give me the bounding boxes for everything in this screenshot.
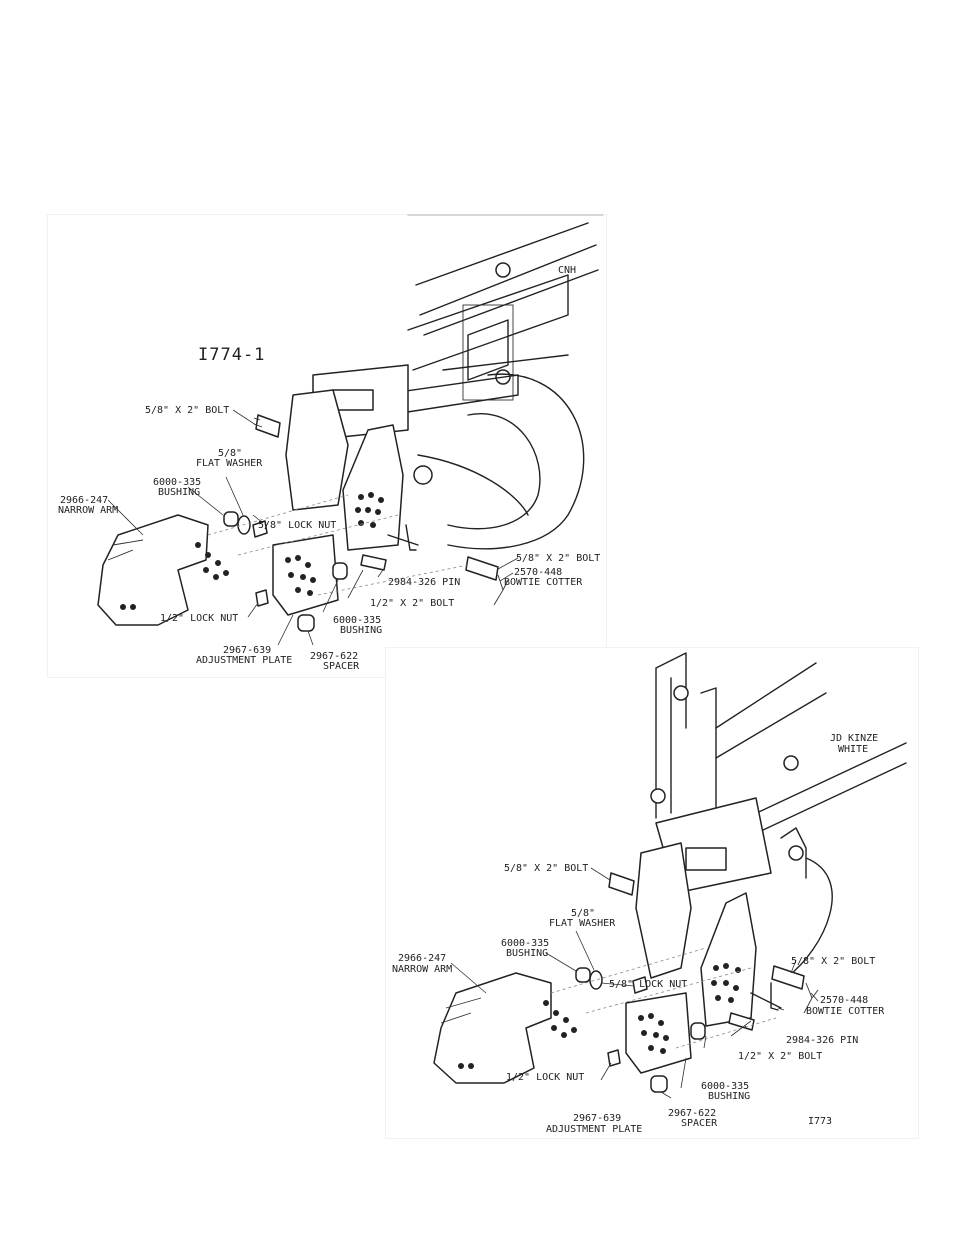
label-bushing-l2: BUSHING — [158, 487, 201, 498]
label-arm-l1: 2966-247 — [398, 953, 447, 964]
label-bushing-l2: BUSHING — [506, 948, 549, 959]
label-washer-l1: 5/8" — [218, 448, 243, 459]
label-washer-l1: 5/8" — [571, 908, 596, 919]
machine-label-line2: WHITE — [838, 744, 869, 755]
label-cotter-l2: BOWTIE COTTER — [504, 577, 583, 588]
label-spacer-l1: 2967-622 — [668, 1108, 717, 1119]
label-plate-l1: 2967-639 — [573, 1113, 622, 1124]
label-bolt-58: 5/8" X 2" BOLT — [504, 863, 589, 874]
label-bolt-58-right: 5/8" X 2" BOLT — [791, 956, 876, 967]
label-arm-l2: NARROW ARM — [58, 505, 119, 516]
label-bushing2-l1: 6000-335 — [333, 615, 382, 626]
label-lock-nut-12: 1/2" LOCK NUT — [160, 613, 239, 624]
label-pin: 2984-326 PIN — [388, 577, 461, 588]
label-cotter-l2: BOWTIE COTTER — [806, 1006, 885, 1017]
label-plate-l2: ADJUSTMENT PLATE — [546, 1124, 643, 1135]
label-bushing2-l2: BUSHING — [708, 1091, 751, 1102]
label-plate-l2: ADJUSTMENT PLATE — [196, 655, 293, 666]
label-lock-nut-12: 1/2" LOCK NUT — [506, 1072, 585, 1083]
label-plate-l1: 2967-639 — [223, 645, 272, 656]
label-spacer-l2: SPACER — [681, 1118, 718, 1129]
label-bolt-58: 5/8" X 2" BOLT — [145, 405, 230, 416]
jd-kinze-drawing — [433, 652, 907, 1099]
label-bolt-12: 1/2" X 2" BOLT — [370, 598, 455, 609]
label-spacer-l1: 2967-622 — [310, 651, 359, 662]
label-lock-nut-58: 5/8" LOCK NUT — [609, 979, 688, 990]
label-bushing-l1: 6000-335 — [501, 938, 550, 949]
label-lock-nut-58: 5/8" LOCK NUT — [258, 520, 337, 531]
label-bolt-12: 1/2" X 2" BOLT — [738, 1051, 823, 1062]
diagram-jd-kinze-white: JD KINZE WHITE 5/8" X 2" BOLT 5/8" FLAT … — [386, 648, 918, 1138]
label-cotter-l1: 2570-448 — [820, 995, 869, 1006]
label-spacer-l2: SPACER — [323, 661, 360, 672]
label-washer-l2: FLAT WASHER — [196, 458, 263, 469]
label-washer-l2: FLAT WASHER — [549, 918, 616, 929]
label-bolt-58-right: 5/8" X 2" BOLT — [516, 553, 601, 564]
figure-id: I774-1 — [198, 345, 266, 365]
label-bushing2-l1: 6000-335 — [701, 1081, 750, 1092]
figure-id: I773 — [808, 1116, 833, 1127]
label-arm-l1: 2966-247 — [60, 495, 109, 506]
machine-label-line1: JD KINZE — [830, 733, 879, 744]
machine-label: CNH — [558, 265, 577, 276]
cnh-drawing — [97, 214, 604, 646]
label-cotter-l1: 2570-448 — [514, 567, 563, 578]
label-bushing-l1: 6000-335 — [153, 477, 202, 488]
label-pin: 2984-326 PIN — [786, 1035, 859, 1046]
label-bushing2-l2: BUSHING — [340, 625, 383, 636]
label-arm-l2: NARROW ARM — [392, 964, 453, 975]
diagram-cnh: I774-1 CNH 5/8" X 2" BOLT 5/8" FLAT WASH… — [48, 214, 606, 677]
